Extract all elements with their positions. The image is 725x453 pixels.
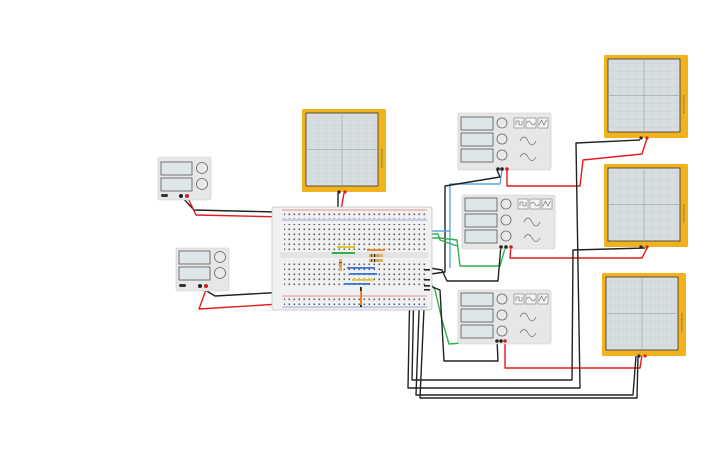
voltage-knob[interactable]	[196, 162, 208, 174]
current-display	[160, 177, 193, 192]
probe-negative[interactable]	[639, 136, 643, 140]
jumper-yellow[interactable]	[352, 279, 374, 281]
power-supply-1[interactable]	[157, 156, 212, 201]
wire-black[interactable]	[407, 139, 641, 389]
voltage-knob[interactable]	[214, 251, 226, 263]
breadboard[interactable]	[271, 206, 433, 311]
output-positive[interactable]	[505, 167, 509, 171]
output-positive[interactable]	[509, 245, 513, 249]
offset-display	[464, 229, 498, 244]
top-terminal-strip[interactable]	[284, 224, 426, 250]
jumper-black[interactable]	[424, 279, 430, 281]
amplitude-knob[interactable]	[496, 309, 508, 321]
function-generator-3[interactable]	[457, 289, 552, 345]
probe-negative[interactable]	[639, 245, 643, 249]
wire-green[interactable]	[395, 237, 507, 267]
resistor[interactable]	[339, 259, 342, 271]
probe-positive[interactable]	[643, 354, 647, 358]
jumper-orange[interactable]	[367, 249, 385, 251]
jumper-black[interactable]	[424, 285, 430, 287]
wires	[180, 137, 649, 399]
resistor[interactable]	[369, 254, 383, 257]
output-positive[interactable]	[503, 339, 507, 343]
scope-label: Oscilloscope	[680, 313, 684, 332]
scope-label: Oscilloscope	[682, 95, 686, 114]
top-power-rail[interactable]	[284, 211, 426, 219]
negative-terminal[interactable]	[179, 194, 183, 198]
bottom-power-rail[interactable]	[284, 297, 426, 305]
wire-black[interactable]	[415, 283, 637, 396]
probe-positive[interactable]	[343, 190, 347, 194]
oscilloscope-2[interactable]: Oscilloscope	[604, 55, 688, 140]
frequency-display	[460, 116, 494, 131]
wire-blue[interactable]	[449, 169, 503, 268]
probe-positive[interactable]	[645, 136, 649, 140]
offset-knob[interactable]	[496, 149, 508, 161]
output-negative[interactable]	[496, 167, 500, 171]
positive-terminal[interactable]	[204, 284, 208, 288]
amplitude-knob[interactable]	[496, 133, 508, 145]
probe-negative[interactable]	[637, 354, 641, 358]
jumper-green[interactable]	[332, 252, 355, 254]
current-knob[interactable]	[214, 267, 226, 279]
jumper-black[interactable]	[424, 269, 430, 271]
wire-red[interactable]	[509, 244, 649, 259]
wire-red[interactable]	[506, 137, 648, 187]
oscilloscope-3[interactable]: Oscilloscope	[604, 164, 688, 249]
power-switch[interactable]	[179, 284, 186, 287]
output-common[interactable]	[504, 245, 508, 249]
function-generator-1[interactable]	[457, 112, 552, 171]
oscilloscope-4[interactable]: Oscilloscope	[602, 273, 686, 358]
frequency-knob[interactable]	[496, 293, 508, 305]
function-generator-2[interactable]	[461, 194, 556, 250]
jumper-black[interactable]	[424, 289, 430, 291]
probe-positive[interactable]	[645, 245, 649, 249]
power-supply-2[interactable]	[175, 247, 230, 292]
voltage-display	[160, 161, 193, 176]
amplitude-display	[464, 213, 498, 228]
amplitude-knob[interactable]	[500, 214, 512, 226]
jumper-blue[interactable]	[350, 273, 377, 275]
wire-black[interactable]	[429, 285, 499, 362]
offset-knob[interactable]	[500, 230, 512, 242]
frequency-knob[interactable]	[500, 198, 512, 210]
offset-display	[460, 324, 494, 339]
probe-negative[interactable]	[337, 190, 341, 194]
resistor[interactable]	[369, 259, 383, 262]
frequency-display	[460, 292, 494, 307]
oscilloscope-1[interactable]: Oscilloscope	[302, 109, 386, 194]
wire-black[interactable]	[429, 244, 502, 282]
offset-knob[interactable]	[496, 325, 508, 337]
amplitude-display	[460, 132, 494, 147]
offset-display	[460, 148, 494, 163]
jumper-blue[interactable]	[347, 267, 375, 269]
negative-terminal[interactable]	[198, 284, 202, 288]
frequency-display	[464, 197, 498, 212]
positive-terminal[interactable]	[185, 194, 189, 198]
current-knob[interactable]	[196, 178, 208, 190]
wire-black[interactable]	[419, 285, 639, 399]
output-negative[interactable]	[495, 339, 499, 343]
scope-label: Oscilloscope	[682, 204, 686, 223]
output-common[interactable]	[500, 167, 504, 171]
voltage-display	[178, 250, 211, 265]
current-display	[178, 266, 211, 281]
output-negative[interactable]	[499, 245, 503, 249]
center-divider	[280, 252, 428, 258]
wire-black[interactable]	[411, 247, 646, 381]
jumper-yellow[interactable]	[337, 246, 355, 248]
scope-label: Oscilloscope	[380, 149, 384, 168]
output-common[interactable]	[499, 339, 503, 343]
amplitude-display	[460, 308, 494, 323]
wire-black[interactable]	[430, 169, 501, 275]
power-switch[interactable]	[161, 194, 168, 197]
frequency-knob[interactable]	[496, 117, 508, 129]
jumper-blue[interactable]	[344, 283, 370, 285]
jumper-orange[interactable]	[360, 291, 362, 305]
wire-red[interactable]	[186, 195, 284, 218]
